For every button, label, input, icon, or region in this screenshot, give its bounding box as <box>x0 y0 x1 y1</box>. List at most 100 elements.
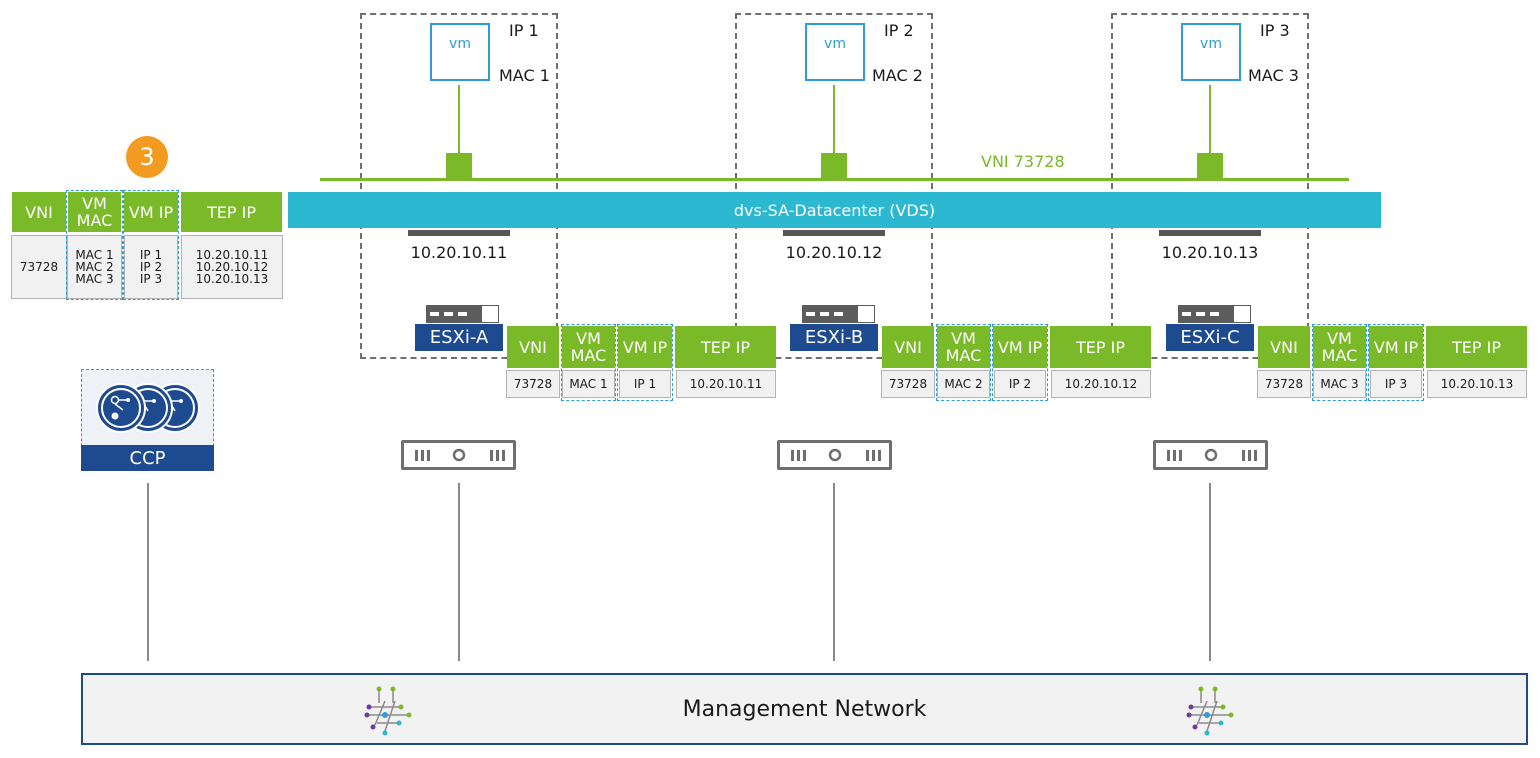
server-slots-icon <box>791 448 881 462</box>
host-a-mac-column-highlight <box>561 324 616 401</box>
host-b-header-vm-mac: VM MAC <box>937 326 990 368</box>
ccp-label: CCP <box>81 445 214 471</box>
host-c-header-vm-ip: VM IP <box>1369 326 1423 368</box>
ccp-cell-vni: 73728 <box>11 235 67 299</box>
server-slots-icon <box>415 448 505 462</box>
ccp-ip-column-highlight <box>123 190 179 300</box>
ccp-mac-2: MAC 2 <box>75 260 114 274</box>
network-topology-icon <box>364 686 412 736</box>
host-a-header-vm-ip: VM IP <box>618 326 672 368</box>
ccp-mgmt-link <box>147 483 149 661</box>
ccp-ip-2: IP 2 <box>139 260 163 274</box>
vm-2-port <box>821 153 847 179</box>
management-network-label: Management Network <box>682 697 927 722</box>
host-c-cell-vni: 73728 <box>1257 370 1311 398</box>
host-b-cell-ip: IP 2 <box>994 370 1046 398</box>
vm-1-link <box>458 85 460 155</box>
ccp-tep-2: 10.20.10.12 <box>195 260 269 274</box>
host-b-cell-vni: 73728 <box>881 370 935 398</box>
vm-3-port <box>1197 153 1223 179</box>
host-a-cell-tep: 10.20.10.11 <box>676 370 776 398</box>
host-a-header-vni: VNI <box>507 326 559 368</box>
host-c-mac-column-highlight <box>1312 324 1367 401</box>
tep-ip-a: 10.20.10.11 <box>410 243 508 262</box>
vm-icon-1[interactable]: vm <box>430 23 490 81</box>
host-b-header-vni: VNI <box>882 326 934 368</box>
host-boundary-c <box>1111 13 1309 359</box>
step-badge: 3 <box>126 136 168 178</box>
host-a-header-vm-mac: VM MAC <box>562 326 615 368</box>
host-c-ip-column-highlight <box>1368 324 1424 401</box>
host-c-header-tep-ip: TEP IP <box>1426 326 1527 368</box>
host-b-cell-tep: 10.20.10.12 <box>1051 370 1151 398</box>
vm-label: vm <box>824 36 846 52</box>
tep-ip-c: 10.20.10.13 <box>1161 243 1259 262</box>
host-c-cell-ip: IP 3 <box>1370 370 1422 398</box>
tep-bar-b <box>783 230 885 236</box>
server-c-mgmt-link <box>1209 483 1211 661</box>
host-b-header-tep-ip: TEP IP <box>1050 326 1151 368</box>
server-b-mgmt-link <box>833 483 835 661</box>
host-boundary-a <box>360 13 558 359</box>
vm-2-ip: IP 2 <box>884 21 914 40</box>
vm-1-port <box>446 153 472 179</box>
host-a-cell-vni: 73728 <box>506 370 560 398</box>
host-a-cell-mac: MAC 1 <box>562 370 615 398</box>
server-a-mgmt-link <box>458 483 460 661</box>
server-icon-c[interactable] <box>1153 440 1268 470</box>
vm-2-mac: MAC 2 <box>872 66 923 85</box>
host-a-ip-column-highlight <box>617 324 673 401</box>
ccp-mac-column-highlight <box>66 190 123 300</box>
ccp-cluster[interactable]: CCP <box>81 369 214 471</box>
host-a-cell-ip: IP 1 <box>619 370 671 398</box>
server-slots-icon <box>1167 448 1257 462</box>
ccp-mac-1: MAC 1 <box>75 248 114 262</box>
ccp-tep-1: 10.20.10.11 <box>195 248 269 262</box>
esxi-host-label-a[interactable]: ESXi-A <box>415 324 503 351</box>
esxi-host-label-c[interactable]: ESXi-C <box>1166 324 1254 351</box>
tep-bar-c <box>1159 230 1261 236</box>
tep-ip-b: 10.20.10.12 <box>785 243 883 262</box>
ccp-cell-ips: IP 1 IP 2 IP 3 <box>124 235 178 299</box>
network-topology-icon <box>1186 686 1234 736</box>
vds-label: dvs-SA-Datacenter (VDS) <box>733 200 936 220</box>
vm-icon-3[interactable]: vm <box>1181 23 1241 81</box>
host-b-cell-mac: MAC 2 <box>937 370 990 398</box>
host-boundary-b <box>735 13 933 359</box>
ccp-tep-3: 10.20.10.13 <box>195 272 269 286</box>
ccp-header-vm-mac: VM MAC <box>68 192 121 232</box>
host-c-cell-tep: 10.20.10.13 <box>1427 370 1527 398</box>
ccp-header-tep-ip: TEP IP <box>181 192 282 232</box>
management-network-bar[interactable]: Management Network <box>81 673 1528 745</box>
vm-3-ip: IP 3 <box>1260 21 1290 40</box>
switch-icon <box>802 305 875 323</box>
controller-cluster-icon <box>96 383 200 433</box>
ccp-header-vm-ip: VM IP <box>124 192 178 232</box>
vm-label: vm <box>449 36 471 52</box>
esxi-host-label-b[interactable]: ESXi-B <box>790 324 878 351</box>
vm-2-link <box>833 85 835 155</box>
server-icon-a[interactable] <box>401 440 516 470</box>
ccp-cell-teps: 10.20.10.11 10.20.10.12 10.20.10.13 <box>181 235 283 299</box>
vm-3-link <box>1209 85 1211 155</box>
host-c-header-vm-mac: VM MAC <box>1313 326 1366 368</box>
tep-bar-a <box>408 230 510 236</box>
server-icon-b[interactable] <box>777 440 892 470</box>
host-c-header-vni: VNI <box>1258 326 1310 368</box>
switch-icon <box>426 305 499 323</box>
vm-icon-2[interactable]: vm <box>805 23 865 81</box>
ccp-ip-1: IP 1 <box>139 248 163 262</box>
vm-3-mac: MAC 3 <box>1248 66 1299 85</box>
vm-label: vm <box>1200 36 1222 52</box>
vds-bar[interactable]: dvs-SA-Datacenter (VDS) <box>288 192 1381 228</box>
vni-segment-line <box>320 178 1349 181</box>
vm-1-mac: MAC 1 <box>499 66 550 85</box>
vni-segment-label: VNI 73728 <box>981 152 1065 171</box>
host-c-cell-mac: MAC 3 <box>1313 370 1366 398</box>
ccp-mac-3: MAC 3 <box>75 272 114 286</box>
host-a-header-tep-ip: TEP IP <box>675 326 776 368</box>
switch-icon <box>1178 305 1251 323</box>
vm-1-ip: IP 1 <box>509 21 539 40</box>
host-b-ip-column-highlight <box>992 324 1048 401</box>
host-b-header-vm-ip: VM IP <box>993 326 1047 368</box>
